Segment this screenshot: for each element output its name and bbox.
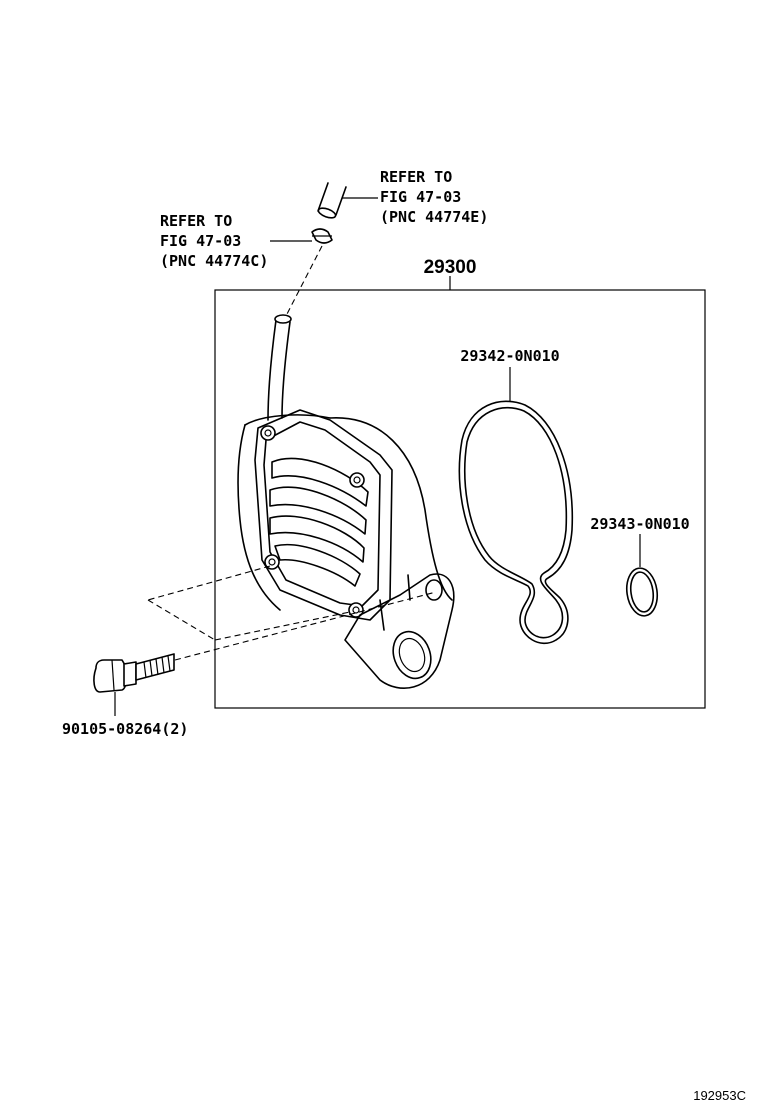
bolt-dashed-guides	[147, 565, 437, 661]
ref-upper-line3: (PNC 44774E)	[380, 208, 488, 226]
assembly-part-number: 29300	[424, 257, 477, 278]
ref-lower-line2: FIG 47-03	[160, 232, 241, 250]
gasket-illustration	[458, 367, 574, 645]
vacuum-pump-illustration	[237, 314, 455, 689]
ref-upper-line2: FIG 47-03	[380, 188, 461, 206]
ref-lower-line1: REFER TO	[160, 212, 232, 230]
bolt-illustration	[93, 653, 175, 716]
bolt-part-number: 90105-08264(2)	[62, 720, 188, 738]
figure-code: 192953C	[693, 1088, 746, 1103]
hose-illustration	[317, 182, 378, 219]
assembly-frame	[214, 289, 706, 709]
oring-illustration	[625, 534, 659, 617]
oring-part-number: 29343-0N010	[590, 515, 689, 533]
clamp-dashed-guide	[286, 245, 323, 315]
ref-lower-line3: (PNC 44774C)	[160, 252, 268, 270]
clamp-illustration	[270, 228, 333, 244]
ref-upper-line1: REFER TO	[380, 168, 452, 186]
gasket-part-number: 29342-0N010	[460, 347, 559, 365]
